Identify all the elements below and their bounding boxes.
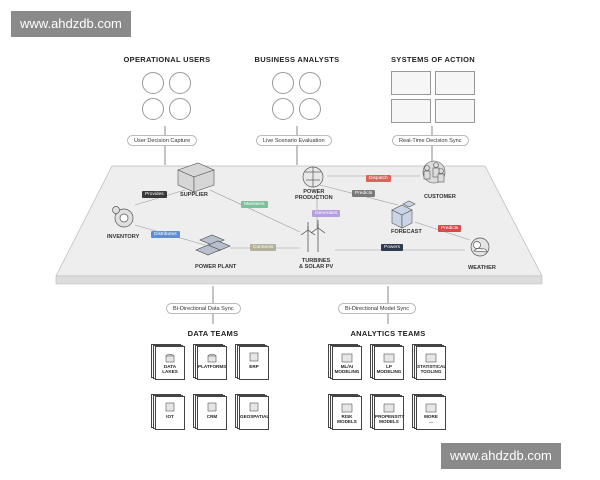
board-edge [55,275,543,285]
caption-bi-directional-data-sync: Bi-Directional Data Sync [166,303,241,314]
caption-user-decision-capture: User Decision Capture [127,135,198,146]
title-systems-of-action: SYSTEMS OF ACTION [391,55,475,64]
system-screen [435,99,475,123]
turbines-icon [300,220,326,252]
ml-ai-modeling-card: ML/AI MODELING [328,344,362,380]
caption-bi-directional-model-sync: Bi-Directional Model Sync [338,303,417,314]
risk-models-card: RISK MODELS [328,394,362,430]
analyst-avatar [272,72,294,94]
lp-modeling-card: LP MODELING [370,344,404,380]
customer-icon [422,160,446,184]
supplier-icon [177,162,215,193]
title-data-teams: DATA TEAMS [187,329,239,338]
analyst-avatar [299,72,321,94]
more-card: MORE ... [412,394,446,430]
node-power-production: POWER PRODUCTION [295,189,333,202]
edge-distributes: Distributes [151,231,180,238]
edge-generates: Generates [312,210,341,217]
user-avatar [142,98,164,120]
system-screen [391,99,431,123]
data-lakes-card: DATA LAKES [151,344,185,380]
power-plant-icon [195,234,231,256]
node-supplier: SUPPLIER [180,192,208,198]
caption-live-scenario-evaluation: Live Scenario Evaluation [256,135,332,146]
erp-card: ERP [235,344,269,380]
weather-icon [470,237,490,257]
node-inventory: INVENTORY [107,234,140,240]
node-power-plant: POWER PLANT [195,264,237,270]
title-analytics-teams: ANALYTICS TEAMS [350,329,426,338]
node-forecast: FORECAST [391,229,422,235]
user-avatar [169,98,191,120]
geospatial-card: GEOSPATIAL [235,394,269,430]
analyst-avatar [272,98,294,120]
watermark-bottom: www.ahdzdb.com [441,443,561,469]
iot-card: IOT [151,394,185,430]
node-customer: CUSTOMER [424,194,456,200]
edge-dispatch: Dispatch [366,175,391,182]
edge-provides: Provides [142,191,167,198]
node-weather: WEATHER [468,265,496,271]
watermark-top: www.ahdzdb.com [11,11,131,37]
caption-real-time-decision-sync: Real-Time Decision Sync [392,135,469,146]
system-screen [435,71,475,95]
forecast-icon [391,200,416,229]
edge-predicts-forecast: Predicts [352,190,376,197]
edge-connects: Connects [250,244,277,251]
propensity-models-card: PROPENSITY MODELS [370,394,405,430]
analyst-avatar [299,98,321,120]
title-business-analysts: BUSINESS ANALYSTS [254,55,340,64]
user-avatar [169,72,191,94]
edge-predicts-weather: Predicts [438,225,462,232]
inventory-icon [112,206,134,228]
power-production-icon [302,166,324,188]
system-screen [391,71,431,95]
edge-powers: Powers [381,244,403,251]
title-operational-users: OPERATIONAL USERS [123,55,211,64]
user-avatar [142,72,164,94]
node-turbines-solar: TURBINES & SOLAR PV [299,258,334,271]
edge-maintains: Maintains [241,201,268,208]
